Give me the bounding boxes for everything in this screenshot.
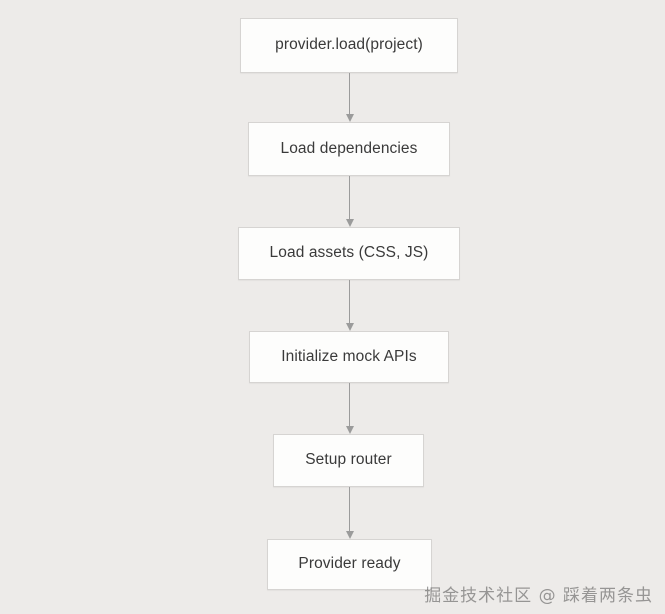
flow-arrow-initialize-mock-apis-to-setup-router: [345, 383, 354, 434]
watermark: 掘金技术社区 @ 踩着两条虫: [424, 586, 653, 606]
flow-arrow-provider-load-to-load-dependencies: [345, 73, 354, 122]
arrow-head-icon: [345, 531, 354, 539]
flow-node-load-assets[interactable]: Load assets (CSS, JS): [238, 227, 460, 280]
arrow-head-icon: [345, 114, 354, 122]
flow-node-label: Setup router: [305, 451, 392, 469]
arrow-shaft: [349, 280, 351, 323]
flow-node-provider-ready[interactable]: Provider ready: [267, 539, 432, 590]
flow-arrow-load-assets-to-initialize-mock-apis: [345, 280, 354, 331]
flow-node-label: Provider ready: [298, 555, 401, 573]
flow-node-load-dependencies[interactable]: Load dependencies: [248, 122, 450, 176]
flow-node-initialize-mock-apis[interactable]: Initialize mock APIs: [249, 331, 449, 383]
arrow-shaft: [349, 73, 351, 114]
arrow-shaft: [349, 487, 351, 531]
flow-arrow-setup-router-to-provider-ready: [345, 487, 354, 539]
flow-node-label: Initialize mock APIs: [281, 347, 417, 365]
arrow-head-icon: [345, 323, 354, 331]
flow-node-label: Load dependencies: [280, 139, 418, 157]
arrow-shaft: [349, 383, 351, 426]
flow-node-label: provider.load(project): [275, 36, 423, 54]
flow-node-setup-router[interactable]: Setup router: [273, 434, 424, 487]
arrow-head-icon: [345, 219, 354, 227]
flow-node-provider-load[interactable]: provider.load(project): [240, 18, 458, 73]
arrow-head-icon: [345, 426, 354, 434]
flow-node-label: Load assets (CSS, JS): [269, 244, 429, 262]
flow-arrow-load-dependencies-to-load-assets: [345, 176, 354, 227]
arrow-shaft: [349, 176, 351, 219]
